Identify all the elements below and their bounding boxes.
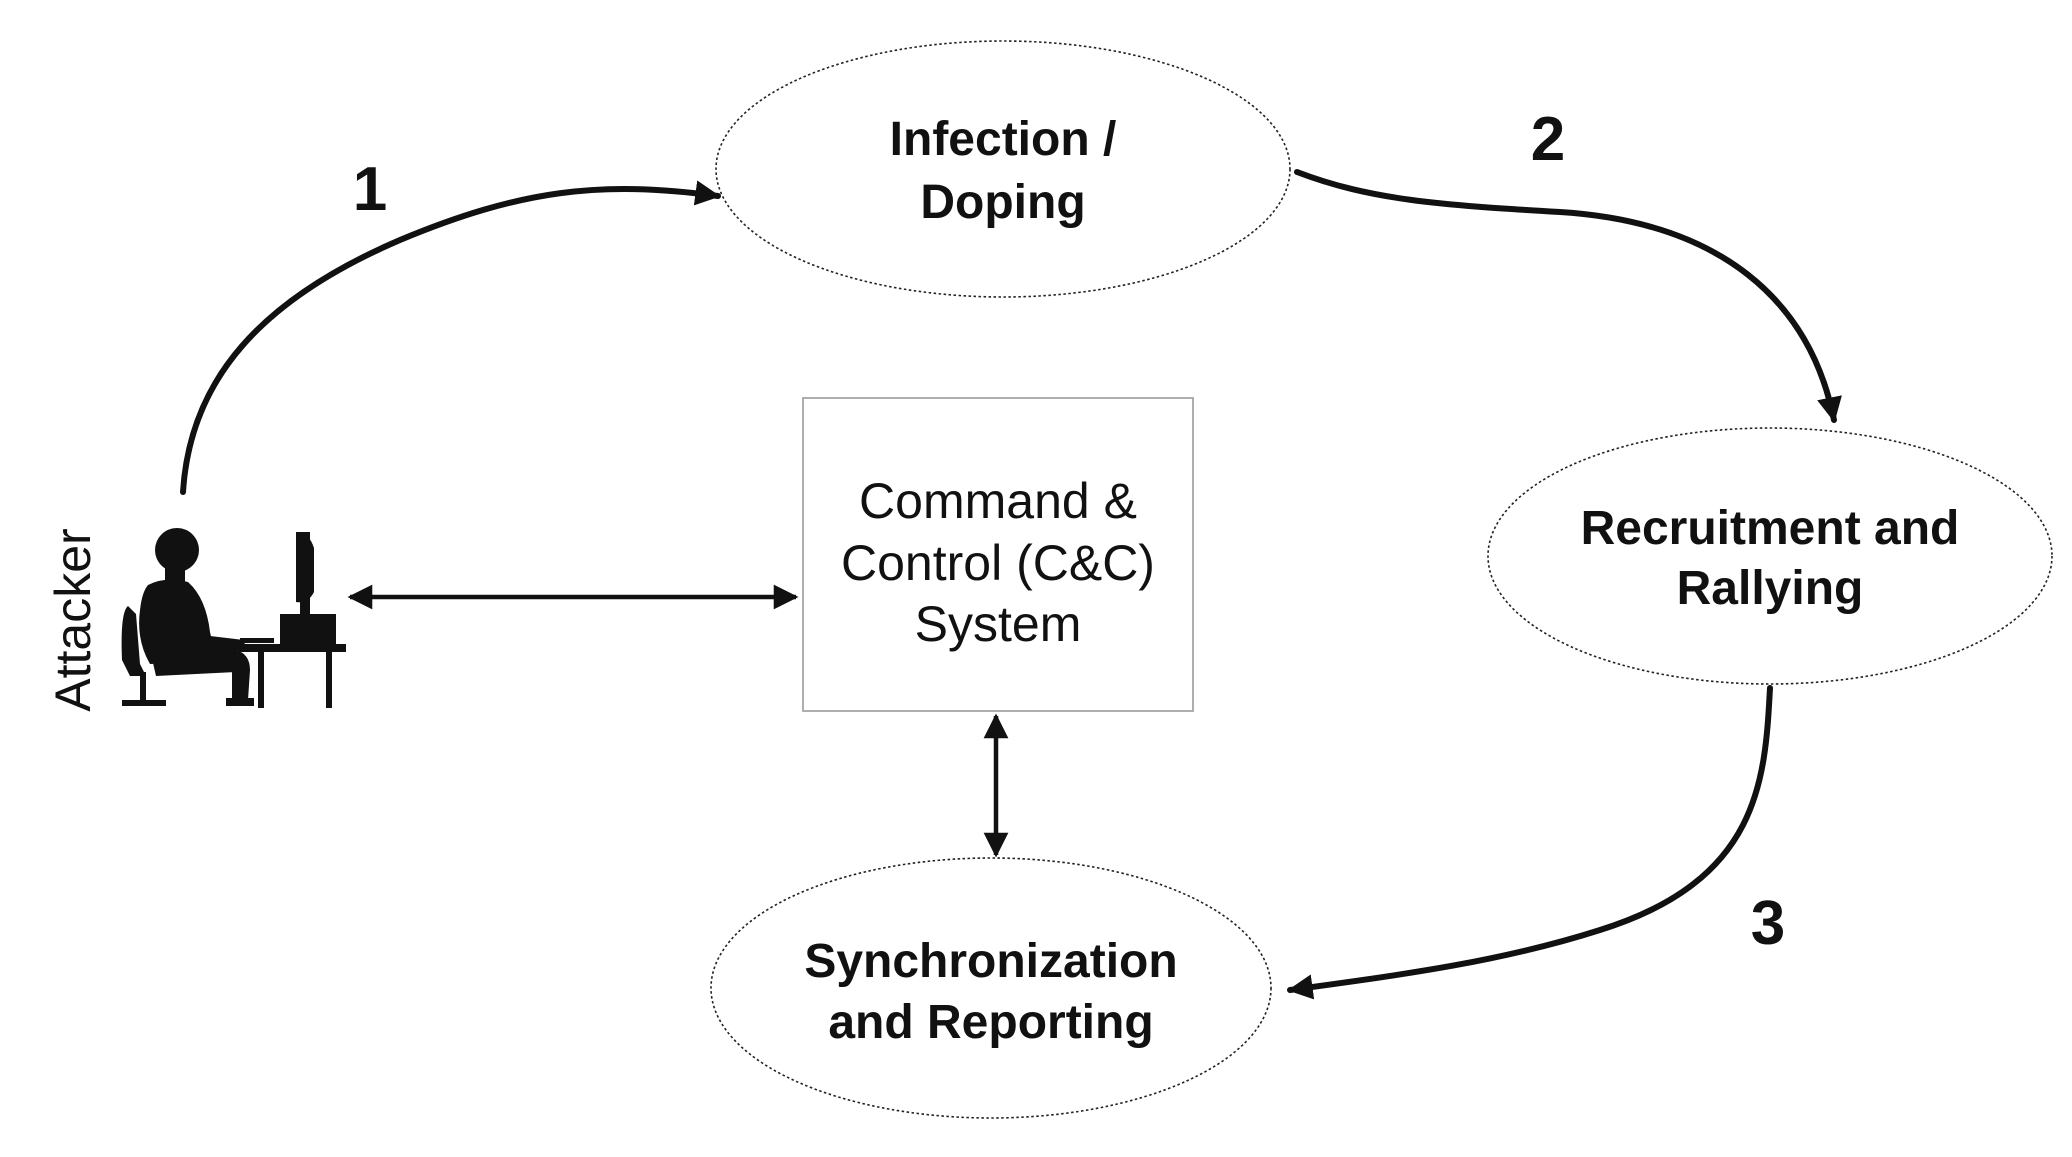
recruitment-label-line1: Recruitment and <box>1581 502 1960 555</box>
synchronization-label-line1: Synchronization <box>804 935 1177 988</box>
arrow-step-3 <box>1287 685 1773 1000</box>
infection-doping-node: Infection / Doping <box>715 40 1291 298</box>
arrow-step-1 <box>180 180 721 495</box>
arrow-step-2 <box>1294 169 1842 423</box>
infection-label-line1: Infection / <box>890 113 1117 166</box>
cnc-label-line1: Command & <box>859 473 1137 529</box>
infection-label-line2: Doping <box>920 176 1085 229</box>
attacker-label: Attacker <box>45 528 101 711</box>
step-2-number: 2 <box>1531 105 1565 174</box>
step-3-number: 3 <box>1751 889 1785 958</box>
cnc-label-line3: System <box>915 596 1082 652</box>
synchronization-reporting-node: Synchronization and Reporting <box>710 857 1272 1119</box>
recruitment-label-line2: Rallying <box>1677 562 1864 615</box>
attacker-at-computer-icon <box>121 528 346 708</box>
cnc-label-line2: Control (C&C) <box>841 535 1155 591</box>
synchronization-label-line2: and Reporting <box>828 996 1153 1049</box>
recruitment-rallying-node: Recruitment and Rallying <box>1487 427 2053 685</box>
command-control-system-box: Command & Control (C&C) System <box>802 397 1194 712</box>
step-1-number: 1 <box>353 155 387 224</box>
